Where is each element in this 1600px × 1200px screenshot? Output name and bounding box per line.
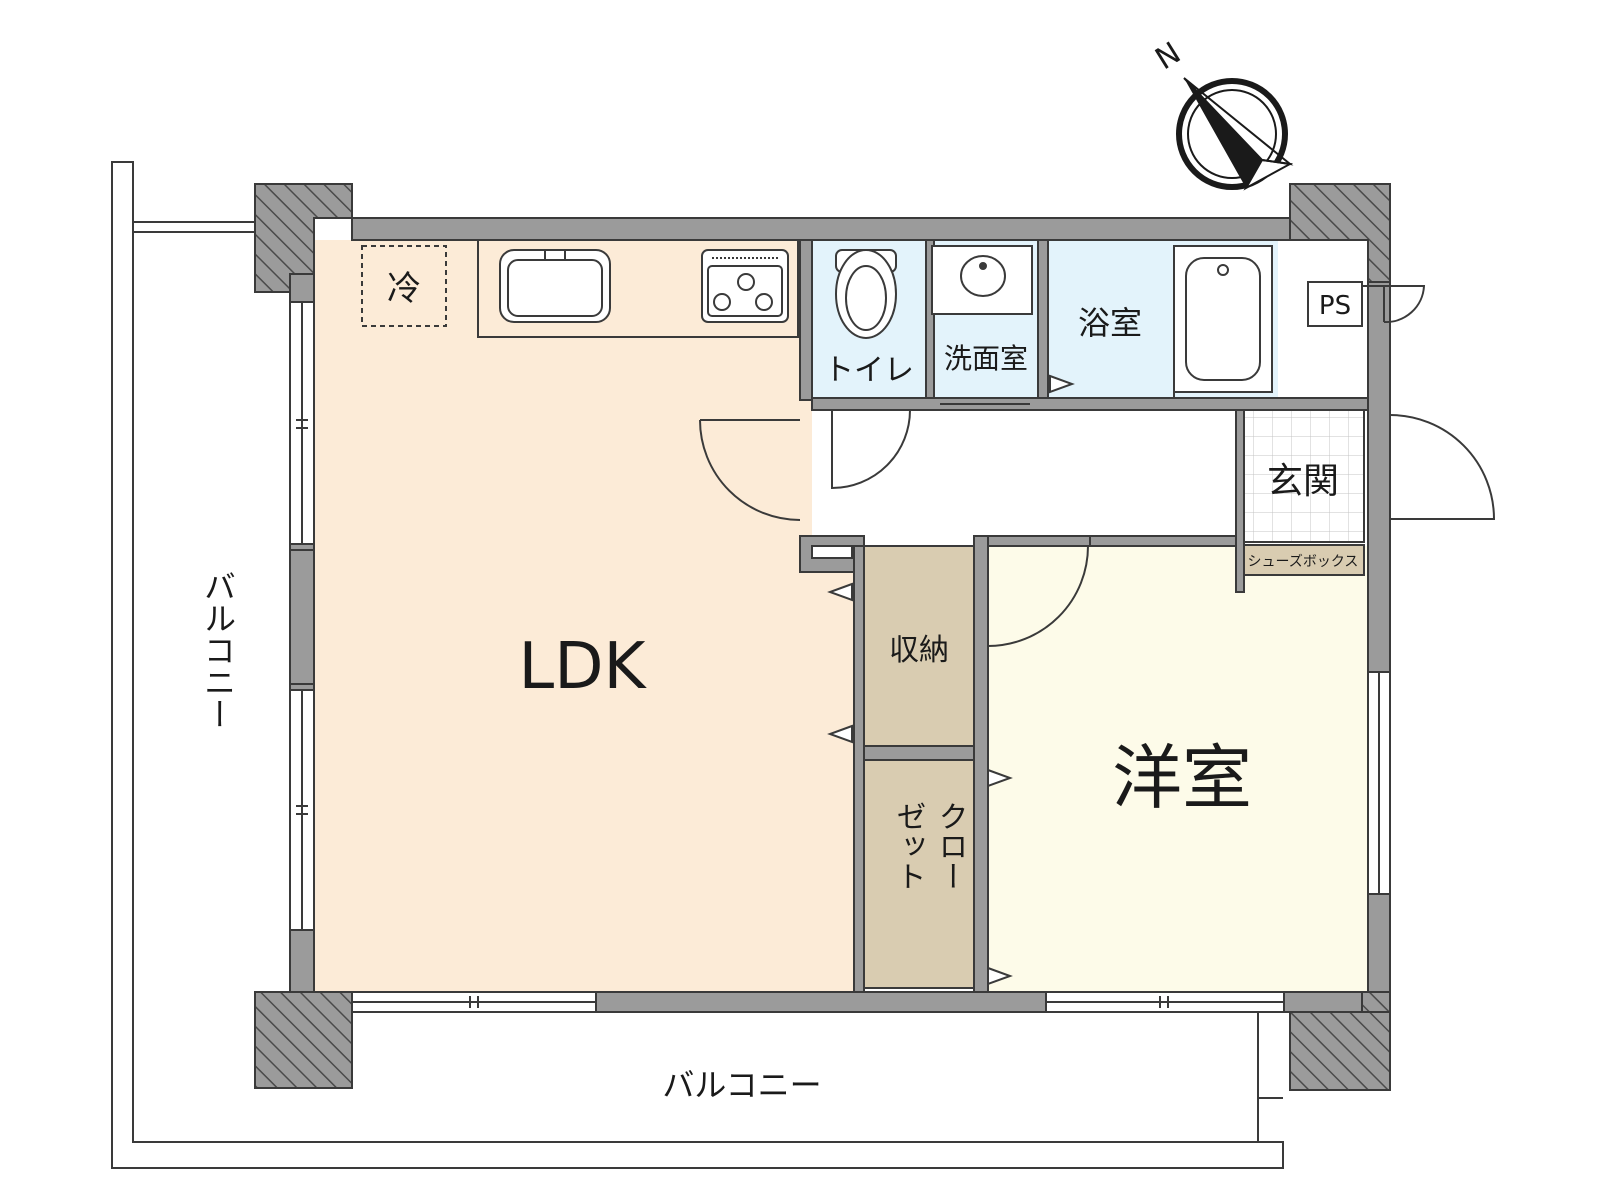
fridge-space (361, 245, 447, 327)
toilet-label: トイレ (824, 353, 914, 388)
closet-label-col1: クロー (933, 801, 968, 891)
bathroom-label: 浴室 (1078, 304, 1142, 342)
doors (699, 285, 1496, 648)
fridge-label: 冷 (387, 269, 421, 309)
storage-label: 収納 (889, 633, 949, 668)
balcony-left-label: バルコニー (199, 570, 237, 730)
storage-area (863, 545, 975, 747)
bathtub-icon (1173, 245, 1273, 393)
hall-niche (811, 545, 853, 559)
entrance-label: 玄関 (1267, 461, 1339, 502)
closet-label-col2: ゼット (891, 801, 926, 891)
window-mullions (296, 302, 1380, 1008)
western-floor (988, 546, 1368, 992)
compass-icon (1176, 77, 1294, 191)
ps-label: PS (1319, 291, 1351, 321)
window-left-mid (289, 549, 315, 685)
wash-basin-icon (931, 245, 1033, 315)
compass-north-label: N (1149, 36, 1187, 78)
toilet-icon (835, 249, 897, 339)
ps-box (1307, 281, 1363, 327)
stove-icon (701, 249, 789, 323)
balcony-outline (111, 161, 1284, 1169)
shoebox (1241, 544, 1365, 576)
kitchen-sink-icon (499, 249, 611, 323)
entrance-floor (1241, 409, 1365, 543)
balcony-bottom-label: バルコニー (662, 1066, 821, 1104)
hallway-floor (812, 410, 1236, 536)
washroom-label: 洗面室 (944, 342, 1028, 375)
ldk-label: LDK (519, 630, 648, 704)
shoebox-label: シューズボックス (1248, 554, 1359, 570)
ldk-floor (314, 240, 854, 992)
structural-columns (254, 183, 1391, 1091)
door-triangles (827, 374, 1075, 986)
western-room-label: 洋室 (1112, 737, 1252, 819)
